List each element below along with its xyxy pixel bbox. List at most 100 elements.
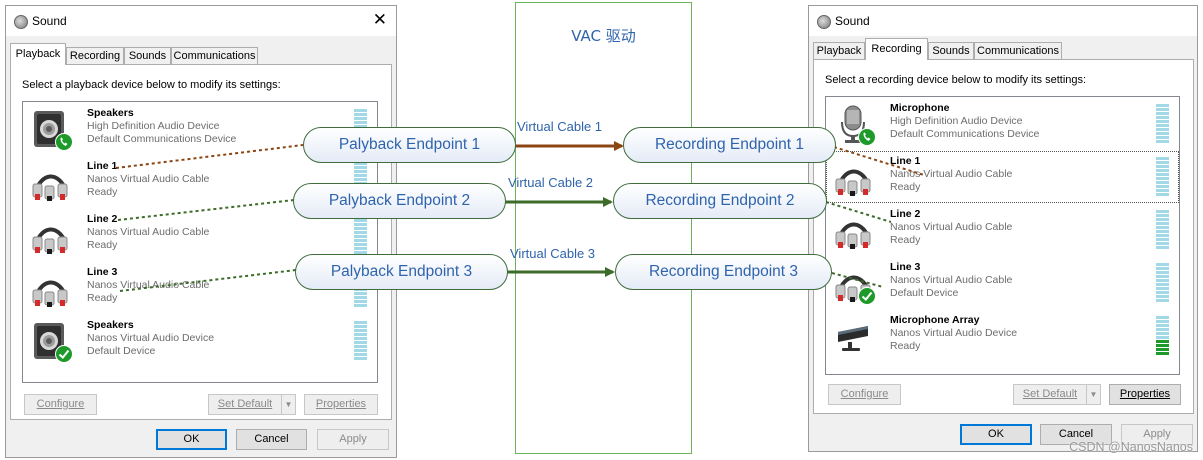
device-name: Speakers bbox=[87, 319, 134, 331]
apply-button[interactable]: Apply bbox=[1121, 424, 1193, 445]
device-status: Ready bbox=[87, 292, 118, 304]
tab-communications[interactable]: Communications bbox=[974, 42, 1062, 59]
recording-endpoint-3: Recording Endpoint 3 bbox=[615, 254, 832, 290]
playback-endpoint-1: Palyback Endpoint 1 bbox=[303, 127, 516, 163]
device-status: Ready bbox=[890, 181, 921, 193]
title-bar[interactable]: Sound bbox=[809, 6, 1197, 36]
tab-communications[interactable]: Communications bbox=[171, 47, 258, 64]
recording-endpoint-2: Recording Endpoint 2 bbox=[613, 183, 827, 219]
properties-button[interactable]: Properties bbox=[304, 394, 378, 415]
tab-panel: Select a recording device below to modif… bbox=[813, 59, 1194, 414]
rca-cable-icon bbox=[31, 162, 69, 202]
level-meter bbox=[1156, 210, 1169, 250]
device-description: Nanos Virtual Audio Cable bbox=[87, 173, 210, 185]
tab-playback[interactable]: Playback bbox=[813, 42, 865, 59]
rca-cable-icon bbox=[834, 210, 872, 250]
chevron-down-icon[interactable]: ▼ bbox=[1086, 384, 1101, 405]
set-default-button[interactable]: Set Default bbox=[1013, 384, 1087, 405]
level-meter bbox=[354, 215, 367, 255]
rca-cable-icon bbox=[834, 157, 872, 197]
close-icon[interactable]: ✕ bbox=[372, 10, 387, 29]
device-description: Nanos Virtual Audio Cable bbox=[890, 274, 1013, 286]
configure-button[interactable]: Configure bbox=[828, 384, 901, 405]
device-status: Default Communications Device bbox=[890, 128, 1040, 140]
device-name: Line 2 bbox=[87, 213, 118, 225]
playback-endpoint-2: Palyback Endpoint 2 bbox=[293, 183, 506, 219]
properties-button[interactable]: Properties bbox=[1109, 384, 1181, 405]
device-description: Nanos Virtual Audio Cable bbox=[890, 221, 1013, 233]
virtual-cable-3-label: Virtual Cable 3 bbox=[510, 246, 596, 261]
set-default-button[interactable]: Set Default bbox=[208, 394, 282, 415]
phone-badge-icon bbox=[55, 133, 73, 151]
check-badge-icon bbox=[55, 345, 73, 363]
tab-playback[interactable]: Playback bbox=[10, 43, 66, 65]
window-title: Sound bbox=[835, 14, 870, 28]
watermark: CSDN @NanosNanos bbox=[1069, 440, 1193, 454]
device-status: Ready bbox=[87, 239, 118, 251]
ok-button[interactable]: OK bbox=[960, 424, 1032, 445]
tab-panel: Select a playback device below to modify… bbox=[10, 64, 392, 420]
vac-driver-box: VAC 驱动 bbox=[515, 2, 692, 454]
playback-sound-window: Sound ✕ Playback Recording Sounds Commun… bbox=[5, 5, 397, 458]
device-name: Microphone bbox=[890, 102, 950, 114]
device-name: Line 3 bbox=[87, 266, 118, 278]
device-description: Nanos Virtual Audio Cable bbox=[87, 279, 210, 291]
device-status: Ready bbox=[87, 186, 118, 198]
device-name: Line 2 bbox=[890, 208, 921, 220]
device-description: Nanos Virtual Audio Device bbox=[890, 327, 1018, 339]
tab-sounds[interactable]: Sounds bbox=[124, 47, 171, 64]
cancel-button[interactable]: Cancel bbox=[1040, 424, 1112, 445]
vac-title: VAC 驱动 bbox=[571, 27, 636, 45]
level-meter bbox=[1156, 263, 1169, 303]
sound-app-icon bbox=[817, 15, 831, 29]
device-status: Ready bbox=[890, 234, 921, 246]
ok-button[interactable]: OK bbox=[156, 429, 227, 450]
instruction-text: Select a recording device below to modif… bbox=[825, 74, 1087, 86]
phone-badge-icon bbox=[858, 128, 876, 146]
device-status: Default Device bbox=[87, 345, 156, 357]
level-meter bbox=[1156, 316, 1169, 356]
device-name: Line 1 bbox=[890, 155, 921, 167]
instruction-text: Select a playback device below to modify… bbox=[22, 79, 281, 91]
rca-cable-icon bbox=[31, 268, 69, 308]
mic-array-icon bbox=[834, 316, 872, 356]
level-meter bbox=[1156, 104, 1169, 144]
recording-endpoint-1: Recording Endpoint 1 bbox=[623, 127, 836, 163]
configure-button[interactable]: Configure bbox=[24, 394, 97, 415]
playback-endpoint-3: Palyback Endpoint 3 bbox=[295, 254, 508, 290]
recording-sound-window: Sound Playback Recording Sounds Communic… bbox=[808, 5, 1198, 452]
apply-button[interactable]: Apply bbox=[317, 429, 389, 450]
device-description: High Definition Audio Device bbox=[890, 115, 1023, 127]
check-badge-icon bbox=[858, 287, 876, 305]
chevron-down-icon[interactable]: ▼ bbox=[281, 394, 296, 415]
device-name: Microphone Array bbox=[890, 314, 980, 326]
device-description: Nanos Virtual Audio Cable bbox=[87, 226, 210, 238]
level-meter bbox=[1156, 157, 1169, 197]
tab-recording[interactable]: Recording bbox=[865, 38, 928, 60]
device-description: High Definition Audio Device bbox=[87, 120, 220, 132]
device-name: Line 3 bbox=[890, 261, 921, 273]
cancel-button[interactable]: Cancel bbox=[236, 429, 307, 450]
sound-app-icon bbox=[14, 15, 28, 29]
device-status: Ready bbox=[890, 340, 921, 352]
window-title: Sound bbox=[32, 14, 67, 28]
virtual-cable-2-label: Virtual Cable 2 bbox=[508, 175, 594, 190]
title-bar[interactable]: Sound ✕ bbox=[6, 6, 396, 36]
tab-recording[interactable]: Recording bbox=[66, 47, 124, 64]
device-name: Speakers bbox=[87, 107, 134, 119]
device-name: Line 1 bbox=[87, 160, 118, 172]
device-status: Default Device bbox=[890, 287, 959, 299]
virtual-cable-1-label: Virtual Cable 1 bbox=[517, 119, 603, 134]
device-status: Default Communications Device bbox=[87, 133, 237, 145]
tab-sounds[interactable]: Sounds bbox=[928, 42, 974, 59]
level-meter bbox=[354, 321, 367, 361]
